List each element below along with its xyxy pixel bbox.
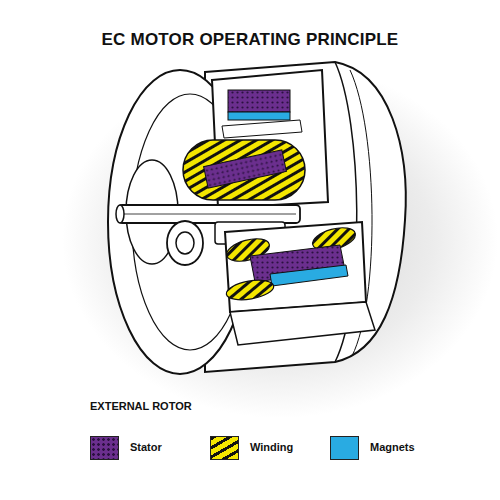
legend-swatch [330, 436, 359, 460]
rotor-wall [230, 302, 375, 345]
legend-swatch [90, 436, 119, 460]
magnet-part [270, 265, 348, 286]
shaft [118, 205, 300, 223]
rotor-yoke [222, 120, 302, 138]
bearing [167, 221, 203, 265]
winding-part [225, 277, 275, 303]
legend-text: Stator [130, 441, 162, 453]
magnet-part [228, 112, 290, 120]
drop-shadow [62, 62, 498, 418]
stator-part [228, 90, 290, 112]
stator-part [204, 150, 287, 188]
bearing-bore [176, 232, 194, 254]
section-face [225, 222, 366, 312]
shaft-line [122, 214, 296, 215]
legend-text: Magnets [370, 441, 415, 453]
shaft-end [116, 205, 124, 223]
diagram-title: EC MOTOR OPERATING PRINCIPLE [102, 30, 399, 50]
legend-text: Winding [250, 441, 293, 453]
winding-part [183, 140, 305, 200]
section-label: EXTERNAL ROTOR [90, 400, 192, 412]
legend-swatch [210, 436, 239, 460]
